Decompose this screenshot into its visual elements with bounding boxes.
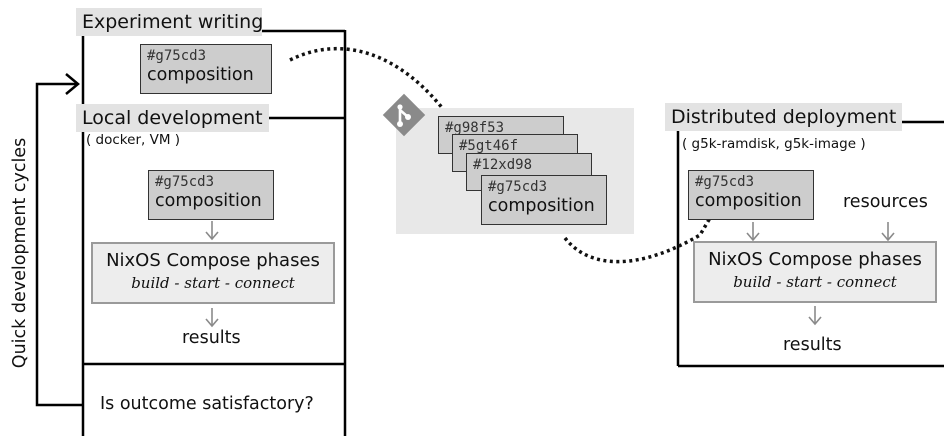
distributed-subtitle: ( g5k-ramdisk, g5k-image ) — [682, 136, 866, 152]
local-results: results — [182, 328, 241, 348]
git-icon — [382, 93, 426, 137]
distributed-header: Distributed deployment — [665, 103, 903, 131]
local-header: Local development — [76, 104, 269, 132]
resources-label: resources — [843, 192, 928, 212]
composition-label: composition — [155, 191, 262, 211]
phases-title: NixOS Compose phases — [708, 249, 922, 270]
feedback-loop-arrowhead — [65, 73, 80, 95]
phases-title: NixOS Compose phases — [106, 250, 320, 271]
composition-hash: #g75cd3 — [155, 174, 215, 190]
local-phases-box: NixOS Compose phases build - start - con… — [91, 242, 335, 304]
commit-card-4: #g75cd3 composition — [481, 175, 607, 225]
composition-label: composition — [695, 191, 802, 211]
phases-subtitle: build - start - connect — [733, 273, 897, 291]
satisfaction-question: Is outcome satisfactory? — [100, 394, 314, 414]
composition-label: composition — [147, 65, 254, 85]
commit-hash: #g75cd3 — [488, 179, 548, 195]
phases-subtitle: build - start - connect — [131, 274, 295, 292]
experiment-header: Experiment writing — [76, 8, 263, 36]
composition-hash: #g75cd3 — [695, 174, 755, 190]
pull-dotted-connector — [563, 217, 712, 264]
commit-hash: #g98f53 — [445, 120, 505, 136]
local-composition: #g75cd3 composition — [148, 170, 274, 220]
feedback-loop-line — [35, 82, 83, 407]
composition-hash: #g75cd3 — [147, 48, 207, 64]
local-subtitle: ( docker, VM ) — [86, 132, 181, 148]
distributed-composition: #g75cd3 composition — [688, 170, 814, 220]
distributed-results: results — [783, 335, 842, 355]
experiment-composition: #g75cd3 composition — [140, 44, 272, 94]
side-label: Quick development cycles — [10, 137, 30, 369]
distributed-phases-box: NixOS Compose phases build - start - con… — [693, 241, 937, 303]
commit-hash: #5gt46f — [459, 138, 519, 154]
commit-label: composition — [488, 196, 595, 216]
commit-hash: #12xd98 — [473, 157, 533, 173]
push-dotted-connector — [289, 47, 452, 120]
